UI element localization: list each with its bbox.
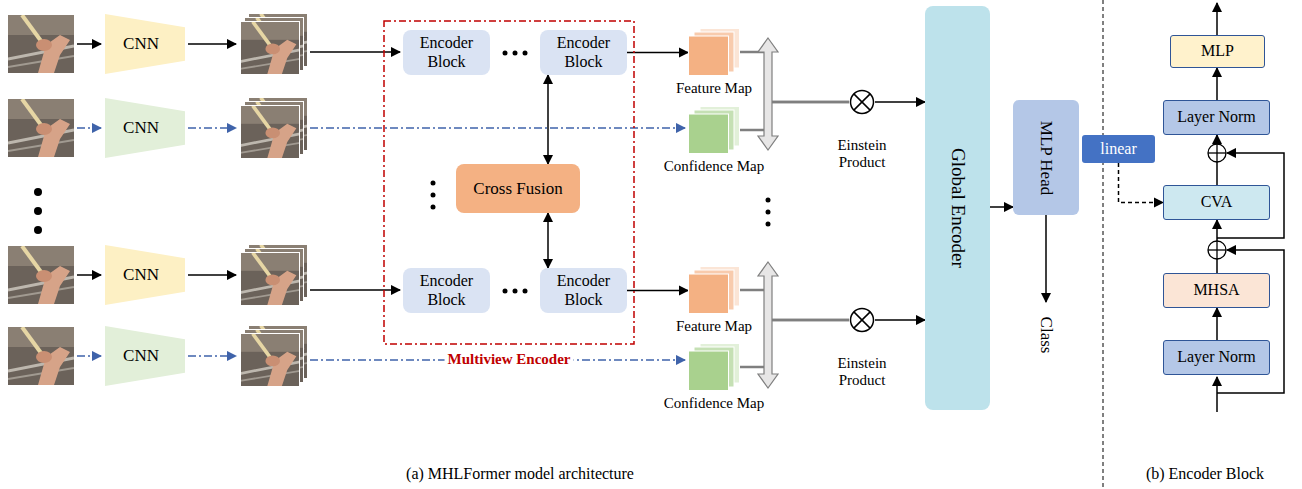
encoder-block: Encoder Block	[540, 30, 627, 75]
connector-arrow	[1216, 220, 1218, 273]
multiview-encoder-region: Multiview EncoderEncoder BlockEncoder Bl…	[383, 20, 635, 345]
hollow-double-arrow	[758, 262, 778, 388]
feature-map: Feature Map	[688, 28, 740, 76]
output-label: Class	[1036, 317, 1056, 354]
cnn-block: CNN	[105, 98, 185, 158]
connector-arrow	[990, 206, 1013, 208]
encoder-block: Encoder Block	[403, 30, 490, 75]
connector-arrow	[547, 75, 549, 164]
connector-arrow	[875, 319, 925, 321]
cva-block: CVA	[1163, 185, 1270, 220]
connector-arrow	[740, 102, 849, 130]
node-text: MHSA	[1193, 281, 1239, 299]
node-text: CNN	[123, 346, 159, 366]
node-text: Multiview Encoder	[445, 351, 574, 368]
hollow-double-arrow	[758, 38, 778, 150]
node-text: Layer Norm	[1177, 348, 1256, 366]
figure-caption: (a) MHLFormer model architecture	[406, 465, 634, 483]
input-image	[8, 99, 74, 157]
encoder-block: Encoder Block	[540, 268, 627, 313]
node-text: Confidence Map	[664, 158, 764, 175]
layer-norm-block: Layer Norm	[1163, 100, 1270, 135]
node-text: Global Encoder	[947, 148, 969, 268]
mlp-block: MLP	[1170, 35, 1265, 68]
global-encoder: Global Encoder	[925, 6, 990, 410]
connector-arrow	[1216, 308, 1218, 340]
mlp-head: MLP Head	[1013, 100, 1079, 215]
cnn-block: CNN	[105, 326, 185, 386]
input-image	[8, 15, 74, 73]
connector-arrow	[1119, 163, 1164, 203]
node-text: CNN	[123, 265, 159, 285]
node-text: Encoder Block	[545, 34, 622, 71]
einstein-product: Einstein Product	[849, 307, 875, 333]
node-text: Confidence Map	[664, 395, 764, 412]
confidence-map: Confidence Map	[688, 343, 740, 391]
node-text: Encoder Block	[408, 34, 485, 71]
stacked-maps	[688, 266, 740, 314]
linear-layer: linear	[1082, 135, 1155, 163]
einstein-product-symbol	[849, 89, 875, 115]
node-text: Einstein Product	[824, 137, 900, 172]
einstein-product-symbol	[849, 307, 875, 333]
node-text: Einstein Product	[824, 355, 900, 390]
figure-caption: (b) Encoder Block	[1146, 465, 1264, 483]
feature-map: Feature Map	[688, 266, 740, 314]
connector-arrow	[547, 213, 549, 268]
cnn-block: CNN	[105, 14, 185, 74]
node-text: MLP	[1201, 42, 1234, 60]
mhsa-block: MHSA	[1163, 273, 1270, 308]
connector-arrow	[627, 52, 688, 54]
stacked-maps	[688, 106, 740, 154]
connector-arrow	[1216, 68, 1218, 100]
node-text: CNN	[123, 34, 159, 54]
connector-arrow	[1216, 135, 1218, 185]
einstein-product: Einstein Product	[849, 89, 875, 115]
node-text: linear	[1100, 140, 1136, 158]
stacked-maps	[688, 343, 740, 391]
node-text: Encoder Block	[545, 272, 622, 309]
encoder-block: Encoder Block	[403, 268, 490, 313]
layer-norm-block: Layer Norm	[1163, 340, 1270, 375]
connector-arrow	[740, 52, 849, 102]
confidence-map: Confidence Map	[688, 106, 740, 154]
cnn-block: CNN	[105, 245, 185, 305]
node-text: CNN	[123, 118, 159, 138]
input-image	[8, 327, 74, 385]
stacked-maps	[688, 28, 740, 76]
node-text: MLP Head	[1036, 120, 1056, 194]
connector-arrow	[627, 290, 688, 292]
connector-arrow	[740, 320, 849, 367]
input-image	[8, 246, 74, 304]
node-text: Feature Map	[676, 80, 752, 97]
node-text: Layer Norm	[1177, 108, 1256, 126]
cross-fusion-block: Cross Fusion	[456, 164, 580, 213]
connector-arrow	[740, 290, 849, 320]
node-text: Cross Fusion	[473, 179, 562, 199]
node-text: Feature Map	[676, 318, 752, 335]
connector-arrow	[875, 101, 925, 103]
node-text: Encoder Block	[408, 272, 485, 309]
node-text: CVA	[1201, 193, 1233, 211]
feature-frames	[240, 14, 308, 387]
